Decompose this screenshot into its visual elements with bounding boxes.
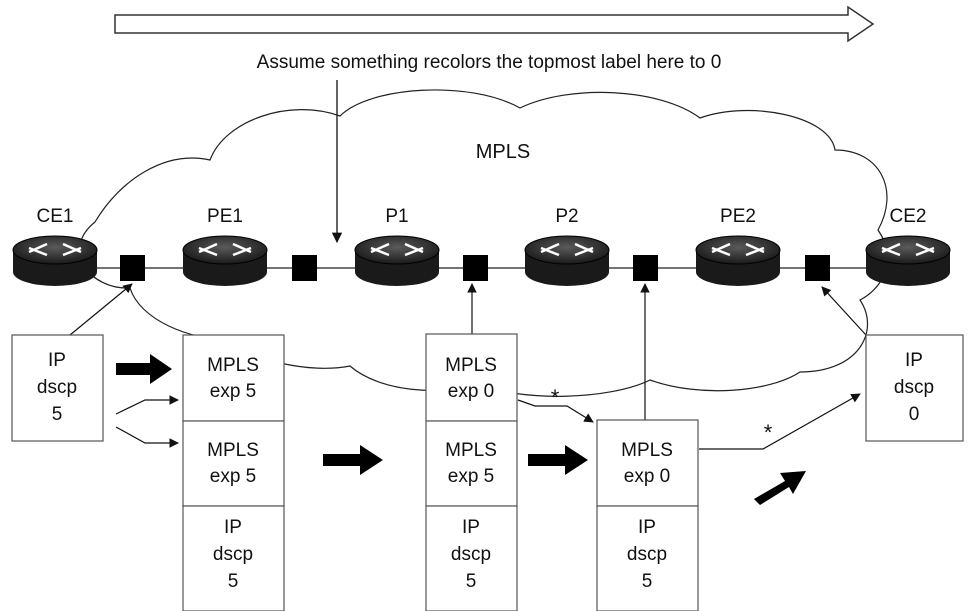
packet-line: exp 0 xyxy=(624,466,670,487)
router-label: CE2 xyxy=(890,206,927,227)
router-p1: P1 xyxy=(354,206,440,286)
routers: CE1 PE1 P1 P2 PE2 CE2 xyxy=(12,206,951,286)
packet-egress: IP dscp 0 xyxy=(865,334,964,442)
router-label: CE1 xyxy=(37,206,74,227)
packet-line: IP xyxy=(462,517,480,538)
queue-marker xyxy=(633,255,658,281)
packet-line: dscp xyxy=(627,544,667,565)
packet-line: MPLS xyxy=(621,440,673,461)
packet-stack-p2: MPLS exp 0 IP dscp 5 xyxy=(596,419,699,611)
packet-line: MPLS xyxy=(445,440,497,461)
router-pe2: PE2 xyxy=(695,206,781,286)
queue-marker xyxy=(463,255,488,281)
flow-arrow xyxy=(517,399,594,423)
packet-line: dscp xyxy=(37,377,77,398)
annotation-text: Assume something recolors the topmost la… xyxy=(257,52,722,73)
packet-line: 5 xyxy=(466,571,477,592)
packet-stack-pe1: MPLS exp 5 MPLS exp 5 IP dscp 5 xyxy=(182,334,285,611)
packet-line: IP xyxy=(224,517,242,538)
packet-line: IP xyxy=(638,517,656,538)
packet-line: exp 5 xyxy=(448,466,494,487)
queue-marker xyxy=(292,255,317,281)
packet-line: 0 xyxy=(909,404,920,425)
queue-marker xyxy=(805,255,830,281)
router-label: PE2 xyxy=(720,206,756,227)
router-label: P2 xyxy=(555,206,578,227)
packet-line: exp 5 xyxy=(210,381,256,402)
packet-line: exp 5 xyxy=(210,466,256,487)
thick-arrow xyxy=(116,354,172,384)
thick-arrow xyxy=(528,445,588,475)
flow-arrow xyxy=(115,395,179,415)
connector-ce1 xyxy=(69,283,133,336)
asterisk-marker: * xyxy=(551,385,560,410)
flow-arrow xyxy=(699,393,861,450)
packet-line: dscp xyxy=(451,544,491,565)
packet-line: 5 xyxy=(228,571,239,592)
router-label: PE1 xyxy=(207,206,243,227)
router-ce2: CE2 xyxy=(865,206,951,286)
packet-line: dscp xyxy=(894,377,934,398)
router-label: P1 xyxy=(385,206,408,227)
packet-stack-p1: MPLS exp 0 MPLS exp 5 IP dscp 5 xyxy=(425,333,518,611)
flow-arrows xyxy=(115,393,861,450)
thick-arrow xyxy=(754,471,806,505)
queue-markers xyxy=(120,255,830,281)
router-ce1: CE1 xyxy=(12,206,98,286)
packet-line: IP xyxy=(48,350,66,371)
packet-line: MPLS xyxy=(445,355,497,376)
router-p2: P2 xyxy=(524,206,610,286)
packet-line: exp 0 xyxy=(448,381,494,402)
thick-arrow xyxy=(323,445,383,475)
thick-arrows xyxy=(116,354,806,505)
queue-marker xyxy=(120,255,145,281)
packet-ingress: IP dscp 5 xyxy=(11,334,104,442)
packet-line: MPLS xyxy=(207,355,259,376)
flow-arrow xyxy=(115,426,179,448)
packet-line: 5 xyxy=(642,571,653,592)
connector-ce2 xyxy=(821,286,867,336)
cloud-label: MPLS xyxy=(476,141,530,163)
connectors xyxy=(69,283,867,420)
asterisk-marker: * xyxy=(764,420,773,445)
direction-arrow xyxy=(114,5,875,43)
packet-line: IP xyxy=(905,350,923,371)
packet-line: 5 xyxy=(52,404,63,425)
router-pe1: PE1 xyxy=(182,206,268,286)
packet-line: dscp xyxy=(213,544,253,565)
packet-line: MPLS xyxy=(207,440,259,461)
